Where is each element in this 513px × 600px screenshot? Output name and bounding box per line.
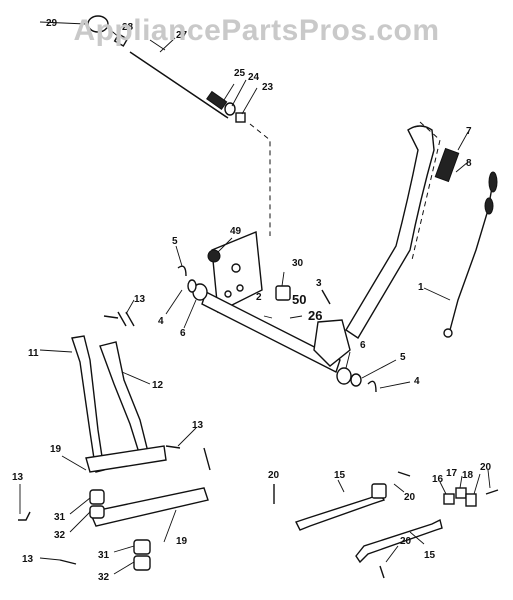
adjust-rod-assembly xyxy=(39,15,271,236)
callout-6b: 6 xyxy=(360,340,366,351)
callout-32b: 32 xyxy=(98,572,110,583)
clip-5a xyxy=(177,265,187,277)
callout-27: 27 xyxy=(176,30,188,41)
knob-29 xyxy=(87,15,109,33)
lift-arm-19b xyxy=(89,487,209,527)
cotter-13a xyxy=(103,311,135,327)
callout-19a: 19 xyxy=(50,444,62,455)
callout-13b: 13 xyxy=(192,420,204,431)
callout-5b: 5 xyxy=(400,352,406,363)
callout-20b: 20 xyxy=(404,492,416,503)
nut-17 xyxy=(455,487,467,499)
washer-24 xyxy=(224,102,236,116)
callout-17: 17 xyxy=(446,468,458,479)
callout-25: 25 xyxy=(234,68,246,79)
callout-30: 30 xyxy=(292,258,304,269)
nut-23 xyxy=(235,112,246,123)
callout-23: 23 xyxy=(262,82,274,93)
rod-15a xyxy=(295,493,386,531)
shaft-2 xyxy=(201,291,341,373)
callout-7: 7 xyxy=(466,126,472,137)
clip-4b xyxy=(367,380,377,393)
callout-16: 16 xyxy=(432,474,444,485)
callout-31b: 31 xyxy=(98,550,110,561)
callout-20d: 20 xyxy=(400,536,412,547)
callout-4a: 4 xyxy=(158,316,164,327)
callout-29: 29 xyxy=(46,18,58,29)
callout-6a: 6 xyxy=(180,328,186,339)
callout-1: 1 xyxy=(418,282,424,293)
callout-19b: 19 xyxy=(176,536,188,547)
shaft-arm xyxy=(313,319,351,367)
bracket-shaft-assembly xyxy=(165,230,411,393)
rod-15b xyxy=(355,518,443,564)
block-30 xyxy=(275,285,291,301)
callout-13a: 13 xyxy=(134,294,146,305)
callout-32a: 32 xyxy=(54,530,66,541)
nut-18 xyxy=(465,493,477,507)
callout-31a: 31 xyxy=(54,512,66,523)
callout-13d: 13 xyxy=(22,554,34,565)
callout-8: 8 xyxy=(466,158,472,169)
callout-5a: 5 xyxy=(172,236,178,247)
callout-15a: 15 xyxy=(334,470,346,481)
bushing-31b xyxy=(133,539,151,555)
grip-7 xyxy=(434,147,460,183)
bushing-32b xyxy=(133,555,151,571)
lift-link-11 xyxy=(71,335,105,473)
cotter-13d xyxy=(59,559,77,565)
callout-15b: 15 xyxy=(424,550,436,561)
callout-3: 3 xyxy=(316,278,322,289)
dashed-leader xyxy=(249,123,271,236)
callout-24: 24 xyxy=(248,72,260,83)
callout-49: 49 xyxy=(230,226,242,237)
callout-18: 18 xyxy=(462,470,474,481)
lift-link-12 xyxy=(99,341,149,457)
callout-26: 26 xyxy=(308,308,322,323)
bushing-32a xyxy=(89,505,105,519)
callout-2: 2 xyxy=(256,292,262,303)
bracket-28 xyxy=(113,33,129,47)
left-rod-assembly xyxy=(18,299,211,575)
callout-28: 28 xyxy=(122,22,134,33)
callout-13c: 13 xyxy=(12,472,24,483)
bushing-49 xyxy=(207,249,221,263)
cotter-20b xyxy=(397,471,411,477)
cotter-20d xyxy=(379,565,385,579)
nut-16 xyxy=(443,493,455,505)
cotter-13b xyxy=(165,445,211,471)
callout-12: 12 xyxy=(152,380,164,391)
callout-20a: 20 xyxy=(268,470,280,481)
lift-arm-19a xyxy=(85,445,167,473)
pin-3 xyxy=(321,289,331,305)
bushing-6b xyxy=(336,367,352,385)
bushing-31a xyxy=(89,489,105,505)
spring-25 xyxy=(206,90,228,110)
washer-5b xyxy=(350,373,362,387)
callout-labels: 29 28 27 25 24 23 7 8 49 5 30 3 2 50 26 … xyxy=(12,18,492,583)
callout-20c: 20 xyxy=(480,462,492,473)
right-linkage-assembly xyxy=(273,469,499,579)
lift-handle-assembly xyxy=(345,121,498,339)
cotter-13c xyxy=(18,511,31,521)
callout-4b: 4 xyxy=(414,376,420,387)
callout-50: 50 xyxy=(292,292,306,307)
cotter-20c xyxy=(485,489,499,495)
callout-11: 11 xyxy=(28,348,39,359)
lift-handle xyxy=(345,125,435,339)
